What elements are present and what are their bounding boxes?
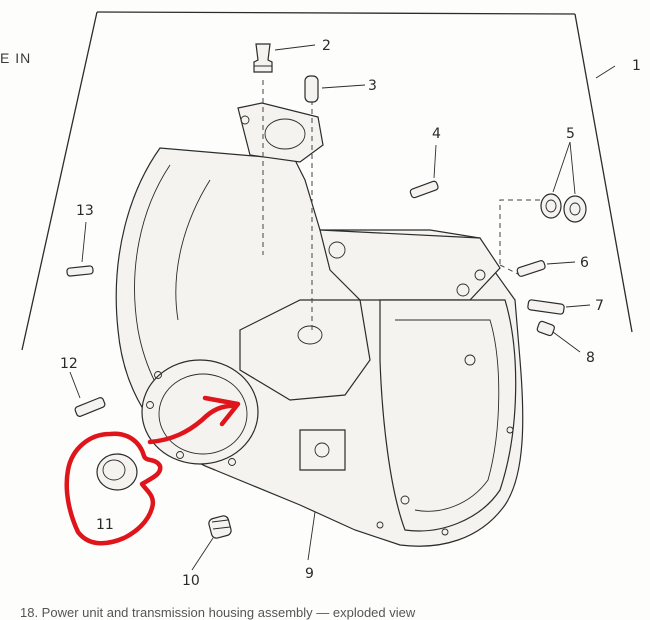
page-edge-text: E IN xyxy=(0,50,32,66)
part-13-stud xyxy=(66,265,94,277)
callout-6: 6 xyxy=(580,255,589,271)
callout-10: 10 xyxy=(182,573,200,589)
part-7-stud xyxy=(527,299,565,315)
callout-12: 12 xyxy=(60,356,78,372)
callout-2: 2 xyxy=(322,38,331,54)
callout-13: 13 xyxy=(76,203,94,219)
callout-11: 11 xyxy=(96,517,114,533)
callout-9: 9 xyxy=(305,566,314,582)
assembly-bracket-frame xyxy=(21,11,633,351)
figure-caption: 18. Power unit and transmission housing … xyxy=(20,605,416,620)
part-8-pin xyxy=(536,320,555,337)
callout-labels: 1 2 3 4 5 6 7 8 9 10 11 12 13 xyxy=(60,38,641,589)
callout-4: 4 xyxy=(432,126,441,142)
part-11-oil-seal xyxy=(96,453,138,491)
part-12-stud xyxy=(74,397,106,417)
part-5-seals xyxy=(540,193,587,223)
red-circle-around-part-11 xyxy=(64,431,163,546)
part-4-stud xyxy=(409,180,439,199)
alignment-lines xyxy=(262,80,540,330)
callout-3: 3 xyxy=(368,78,377,94)
red-arrow-to-bore xyxy=(147,403,239,445)
callout-8: 8 xyxy=(586,350,595,366)
callout-7: 7 xyxy=(595,298,604,314)
part-6-stud xyxy=(516,260,546,277)
part-2-grease-fitting xyxy=(253,43,273,73)
part-3-dowel-pin xyxy=(304,75,319,103)
part-10-plug xyxy=(208,515,232,539)
red-annotation xyxy=(64,395,241,546)
transmission-housing xyxy=(115,102,524,547)
leader-lines xyxy=(69,44,616,571)
callout-1: 1 xyxy=(632,58,641,74)
callout-5: 5 xyxy=(566,126,575,142)
